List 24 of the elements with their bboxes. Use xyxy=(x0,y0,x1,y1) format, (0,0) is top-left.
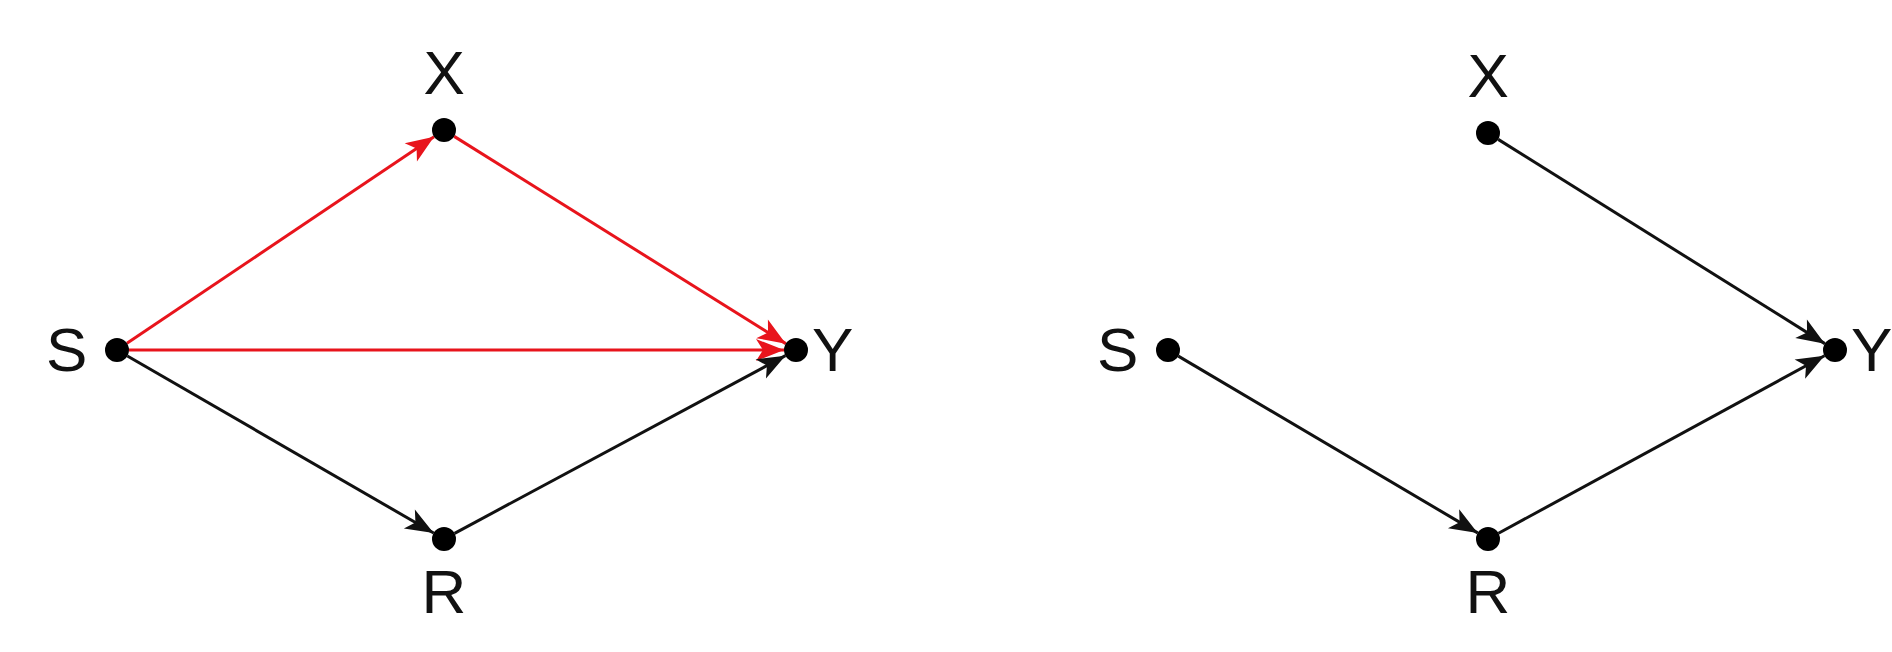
node-label: R xyxy=(421,561,467,623)
arrow xyxy=(126,354,435,535)
node-dot xyxy=(1823,338,1847,362)
node-dot xyxy=(105,338,129,362)
node-label: R xyxy=(1465,561,1511,623)
node-dot xyxy=(1476,121,1500,145)
arrow xyxy=(1497,354,1826,535)
arrow xyxy=(1497,138,1826,345)
arrow xyxy=(1177,354,1479,535)
node-label: Y xyxy=(1851,319,1892,381)
node-label: X xyxy=(423,42,465,104)
node-label: S xyxy=(46,319,88,381)
arrow xyxy=(126,135,435,345)
node-label: X xyxy=(1467,45,1509,107)
node-dot xyxy=(1476,527,1500,551)
node-label: S xyxy=(1097,319,1139,381)
node-dot xyxy=(432,118,456,142)
arrow xyxy=(129,339,784,361)
node-dot xyxy=(432,527,456,551)
node-label: Y xyxy=(812,319,854,381)
node-dot xyxy=(784,338,808,362)
arrow xyxy=(453,135,787,345)
node-dot xyxy=(1156,338,1180,362)
arrow xyxy=(453,354,787,535)
